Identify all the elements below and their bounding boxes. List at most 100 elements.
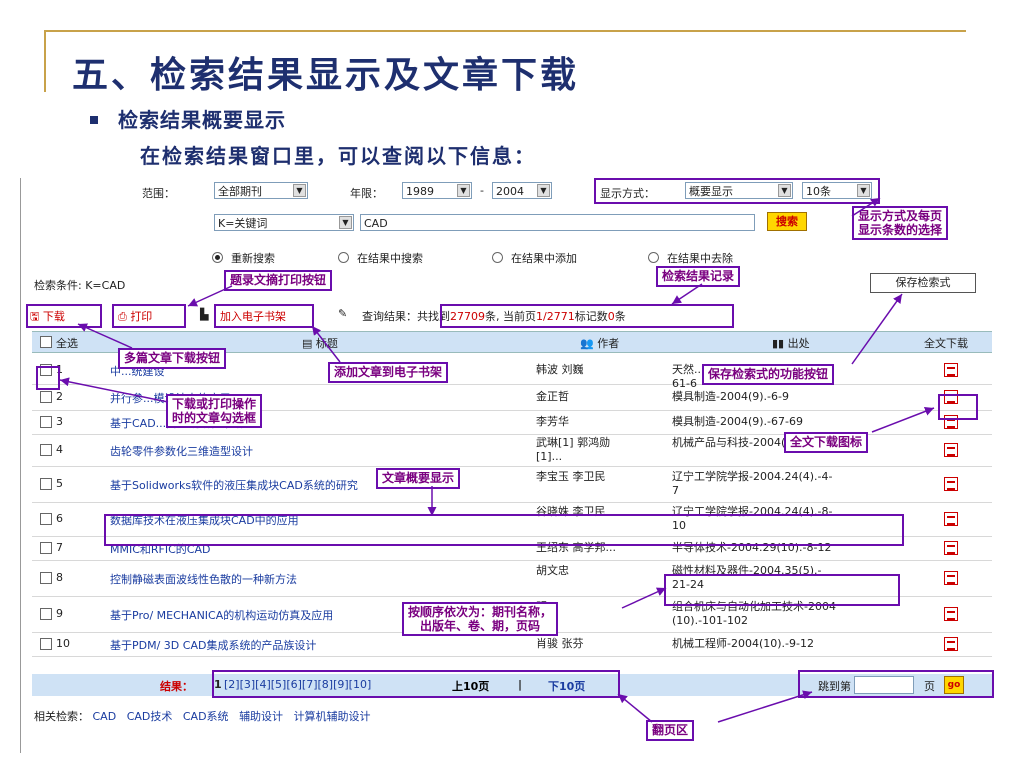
row-checkbox[interactable] — [40, 638, 52, 650]
add-shelf-button[interactable]: 加入电子书架 — [220, 310, 286, 323]
result-suffix: 条 — [614, 310, 626, 323]
pdf-download-icon[interactable] — [944, 571, 958, 585]
row-author: 金正哲 — [536, 390, 569, 403]
row-checkbox[interactable] — [40, 444, 52, 456]
row-checkbox[interactable] — [40, 416, 52, 428]
related-label: 相关检索： — [34, 710, 89, 723]
pager-prev10[interactable]: 上10页 — [452, 680, 490, 693]
per-page-select[interactable]: 10条▼ — [802, 182, 872, 199]
go-button[interactable]: go — [944, 676, 964, 694]
row-checkbox[interactable] — [40, 478, 52, 490]
year-from-select[interactable]: 1989▼ — [402, 182, 472, 199]
pdf-download-icon[interactable] — [944, 477, 958, 491]
chart-icon: ▮▮ — [772, 337, 788, 350]
summary-highlight-box — [104, 514, 904, 546]
row-number: 6 — [56, 512, 63, 525]
query-input[interactable]: CAD — [360, 214, 755, 231]
pager-next10[interactable]: 下10页 — [548, 680, 586, 693]
pdf-download-icon[interactable] — [944, 637, 958, 651]
row-source: 机械工程师-2004(10).-9-12 — [672, 637, 814, 650]
print-button[interactable]: ⎙ 打印 — [118, 308, 152, 324]
display-select[interactable]: 概要显示▼ — [685, 182, 793, 199]
scope-label: 范围： — [142, 187, 175, 200]
row-number: 8 — [56, 571, 63, 584]
row-author: 武琳[1] 郭鸿勋 [1]... — [536, 436, 611, 463]
pager-label: 结果： — [160, 680, 193, 693]
pdf-download-icon[interactable] — [944, 512, 958, 526]
row-checkbox[interactable] — [40, 572, 52, 584]
chevron-down-icon: ▼ — [857, 184, 870, 197]
row-source: 模具制造-2004(9).-67-69 — [672, 415, 803, 428]
related-link[interactable]: CAD系统 — [182, 710, 229, 723]
result-marked: 0 — [607, 310, 615, 323]
bullet-square-icon — [90, 116, 98, 124]
pager-current: 1 — [214, 678, 222, 691]
annotation-display-select: 显示方式及每页 显示条数的选择 — [852, 206, 949, 240]
header-author: 👥 作者 — [580, 335, 619, 351]
display-label: 显示方式： — [600, 187, 655, 200]
radio-search-within[interactable]: 在结果中搜索 — [338, 250, 423, 266]
pdf-download-icon[interactable] — [944, 607, 958, 621]
radio-icon — [212, 252, 223, 263]
chevron-down-icon: ▼ — [537, 184, 550, 197]
radio-label: 在结果中去除 — [667, 252, 733, 265]
bookshelf-icon: ▙ — [200, 308, 209, 321]
row-title[interactable]: 数据库技术在液压集成块CAD中的应用 — [110, 514, 299, 527]
row-title[interactable]: 控制静磁表面波线性色散的一种新方法 — [110, 573, 297, 586]
edit-note-icon: ✎ — [338, 307, 348, 320]
save-query-button[interactable]: 保存检索式 — [870, 273, 976, 293]
row-title[interactable]: 基于PDM/ 3D CAD集成系统的产品族设计 — [110, 639, 317, 652]
row-checkbox[interactable] — [40, 391, 52, 403]
radio-add[interactable]: 在结果中添加 — [492, 250, 577, 266]
screenshot-left-border — [20, 178, 21, 753]
year-to-select[interactable]: 2004▼ — [492, 182, 552, 199]
radio-icon — [492, 252, 503, 263]
related-link[interactable]: CAD技术 — [126, 710, 173, 723]
row-number: 3 — [56, 415, 63, 428]
search-result-screenshot: 范围： 全部期刊▼ 年限： 1989▼ - 2004▼ 显示方式： 概要显示▼ … — [22, 176, 1002, 746]
arrow-save — [851, 293, 903, 365]
pdf-download-icon[interactable] — [944, 443, 958, 457]
related-link[interactable]: 辅助设计 — [239, 710, 284, 723]
jump-unit: 页 — [924, 680, 935, 693]
row-title[interactable]: 齿轮零件参数化三维造型设计 — [110, 445, 253, 458]
result-summary: 查询结果：共找到27709条, 当前页1/2771标记数0条 — [362, 308, 626, 324]
row-title[interactable]: 基于Pro/ MECHANICA的机构运动仿真及应用 — [110, 609, 334, 622]
arrow-pager-left — [617, 693, 653, 723]
related-link[interactable]: 计算机辅助设计 — [293, 710, 371, 723]
jump-page-input[interactable] — [854, 676, 914, 694]
row-number: 2 — [56, 390, 63, 403]
search-button[interactable]: 搜索 — [767, 212, 807, 231]
jump-label: 跳到第 — [818, 680, 851, 693]
checkbox-highlight-box — [36, 366, 60, 390]
download-highlight-box — [26, 304, 102, 328]
arrow-result — [671, 283, 703, 305]
select-all-checkbox[interactable] — [40, 336, 52, 348]
row-checkbox[interactable] — [40, 608, 52, 620]
annotation-save-button: 保存检索式的功能按钮 — [702, 364, 835, 385]
pdf-download-icon[interactable] — [944, 363, 958, 377]
top-rule — [44, 30, 966, 32]
pager-pages[interactable]: [2][3][4][5][6][7][8][9][10] — [224, 678, 372, 691]
pager-separator: | — [518, 678, 523, 691]
row-checkbox[interactable] — [40, 542, 52, 554]
doc-icon: ▤ — [302, 337, 316, 350]
search-condition: 检索条件: K=CAD — [34, 279, 126, 292]
row-checkbox[interactable] — [40, 513, 52, 525]
pdf-download-icon[interactable] — [944, 541, 958, 555]
row-title[interactable]: 基于Solidworks软件的液压集成块CAD系统的研究 — [110, 479, 358, 492]
jump-highlight-box — [798, 670, 994, 698]
scope-select[interactable]: 全部期刊▼ — [214, 182, 308, 199]
print-label: 打印 — [130, 310, 153, 323]
row-title[interactable]: MMIC和RFIC的CAD — [110, 543, 211, 556]
field-select[interactable]: K=关键词▼ — [214, 214, 354, 231]
download-button[interactable]: 🖫 下载 — [30, 308, 65, 327]
related-link[interactable]: CAD — [92, 710, 117, 723]
display-highlight-box — [594, 178, 880, 204]
header-select-all: 全选 — [56, 337, 78, 350]
radio-new-search[interactable]: 重新搜索 — [212, 250, 275, 266]
radio-remove[interactable]: 在结果中去除 — [648, 250, 733, 266]
